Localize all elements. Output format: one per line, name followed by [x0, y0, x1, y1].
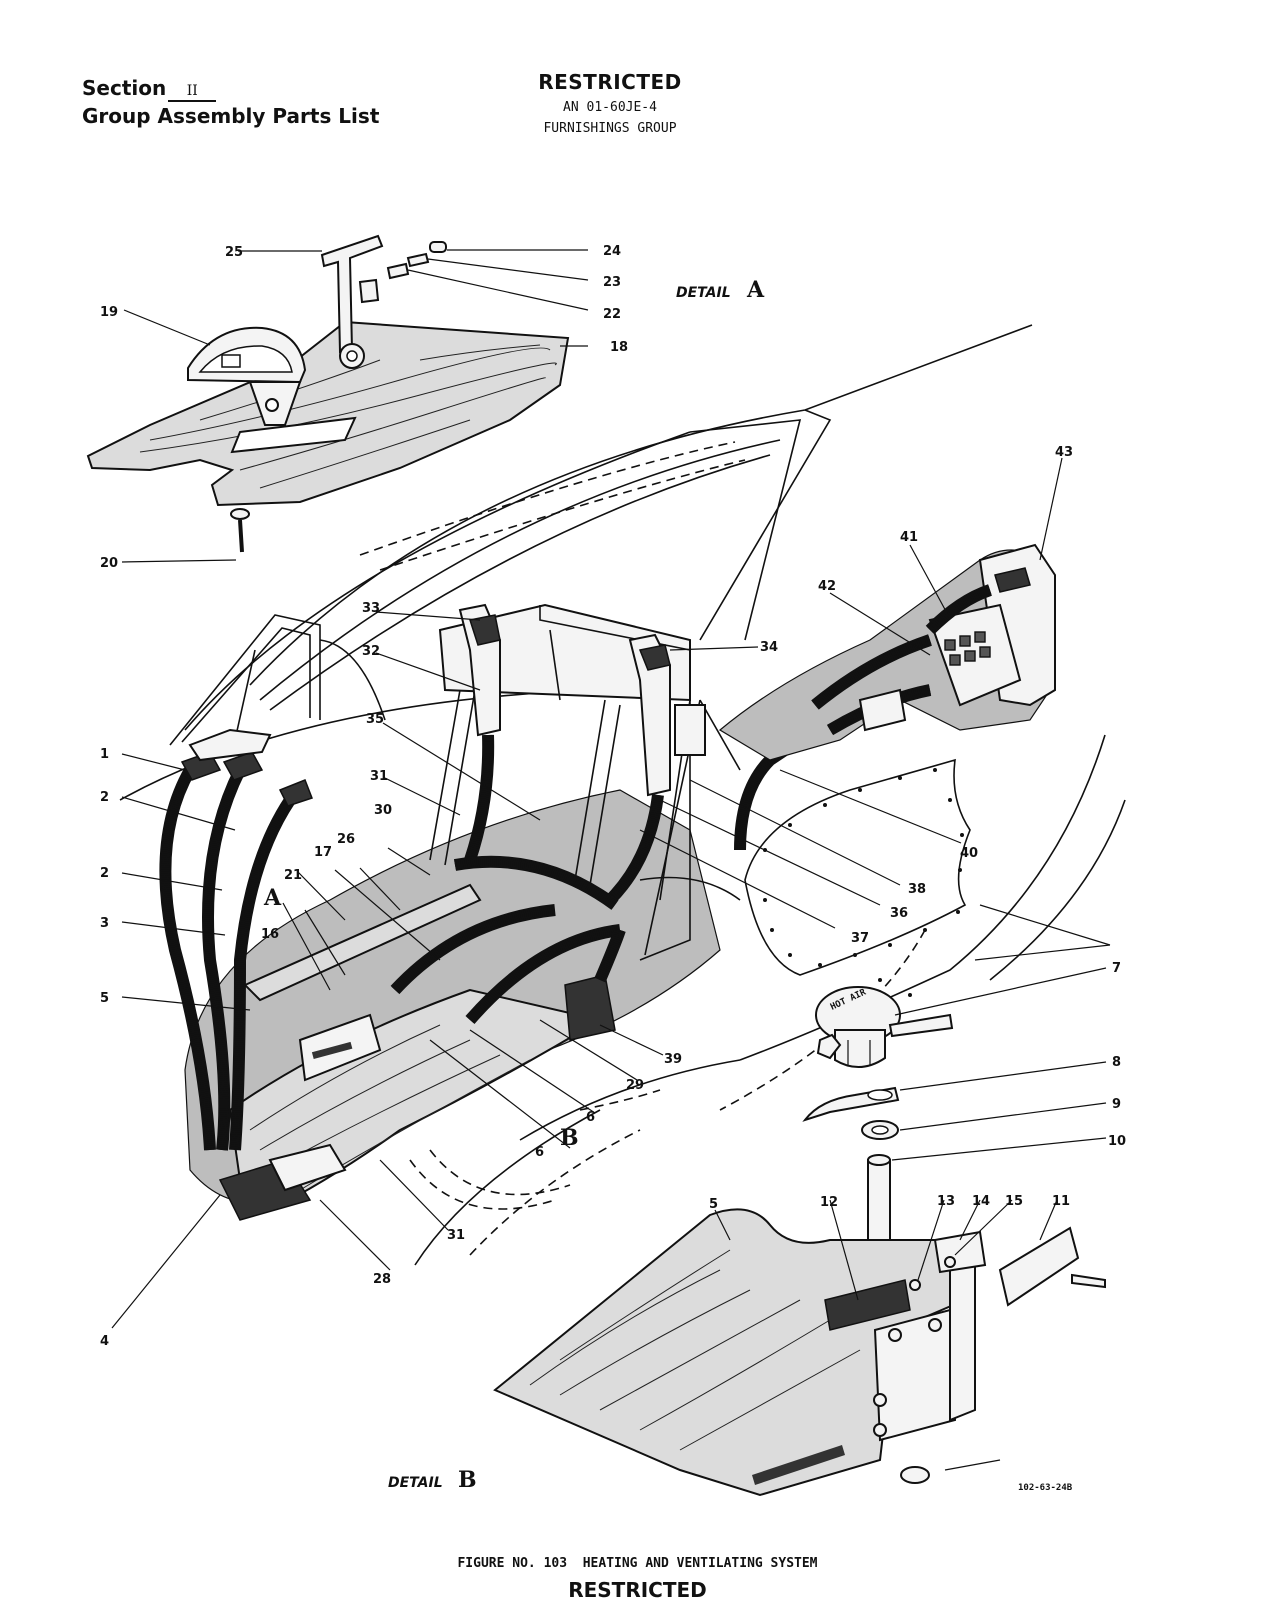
scale-plate-12: [824, 1279, 911, 1331]
callout-29: 29: [626, 1078, 644, 1093]
bracket-14: [933, 1230, 987, 1274]
duct-outlet-34: [628, 633, 671, 797]
callout-8: 8: [1112, 1055, 1121, 1070]
drawing-number: 102-63-24B: [1018, 1483, 1073, 1493]
callout-19: 19: [100, 305, 118, 320]
document-number: AN 01-60JE-4: [563, 100, 657, 115]
group-name: FURNISHINGS GROUP: [543, 121, 677, 136]
detail-b-wood-grain: [529, 1249, 861, 1451]
callout-21: 21: [284, 868, 302, 883]
restricted-bottom-label: RESTRICTED: [568, 1578, 707, 1602]
callout-43: 43: [1055, 445, 1073, 460]
heating-ducts: [159, 603, 804, 1221]
callout-31b: 31: [447, 1228, 465, 1243]
callout-25: 25: [225, 245, 243, 260]
callout-9: 9: [1112, 1097, 1121, 1112]
callout-24: 24: [603, 244, 621, 259]
callout-37: 37: [851, 931, 869, 946]
detail-a-pointer: A: [263, 885, 282, 911]
callout-31a: 31: [370, 769, 388, 784]
callout-33: 33: [362, 601, 380, 616]
callout-11: 11: [1052, 1194, 1070, 1209]
callout-42: 42: [818, 579, 836, 594]
callout-30: 30: [374, 803, 392, 818]
callout-41: 41: [900, 530, 918, 545]
shaft-10: [867, 1159, 891, 1250]
outlet-39: [564, 974, 616, 1041]
detail-a-wood-grain: [139, 344, 557, 489]
callout-16: 16: [261, 927, 279, 942]
leader-lines: [111, 249, 1111, 1329]
callout-40: 40: [960, 846, 978, 861]
plate-11: [998, 1226, 1080, 1307]
detail-a-assembly: [86, 234, 570, 553]
callout-35: 35: [366, 712, 384, 727]
callout-23: 23: [603, 275, 621, 290]
detail-b-letter: B: [458, 1467, 477, 1493]
callout-7: 7: [1112, 961, 1121, 976]
detail-b-assembly: [493, 1208, 1001, 1497]
detail-a-letter: A: [746, 277, 765, 303]
callout-4: 4: [100, 1334, 109, 1349]
washer-20: [230, 508, 250, 520]
callout-15: 15: [1005, 1194, 1023, 1209]
callout-6a: 6: [586, 1110, 595, 1125]
figure-caption: FIGURE NO. 103 HEATING AND VENTILATING S…: [457, 1556, 818, 1571]
callout-22: 22: [603, 307, 621, 322]
document-header: RESTRICTED AN 01-60JE-4 FURNISHINGS GROU…: [470, 70, 750, 136]
callout-36: 36: [890, 906, 908, 921]
screw-13: [909, 1279, 921, 1291]
callout-26: 26: [337, 832, 355, 847]
callout-32: 32: [362, 644, 380, 659]
callout-3: 3: [100, 916, 109, 931]
group-assembly-label: Group Assembly Parts List: [82, 104, 380, 128]
callout-2a: 2: [100, 790, 109, 805]
callout-13: 13: [937, 1194, 955, 1209]
callout-5a: 5: [100, 991, 109, 1006]
callout-10: 10: [1108, 1134, 1126, 1149]
callout-18: 18: [610, 340, 628, 355]
callout-12: 12: [820, 1195, 838, 1210]
nut-15: [944, 1256, 956, 1268]
spring-23: [406, 252, 430, 268]
callout-1: 1: [100, 747, 109, 762]
callout-17: 17: [314, 845, 332, 860]
fuselage-outline: [119, 324, 1126, 1266]
section-number: II: [168, 82, 217, 102]
callout-39: 39: [664, 1052, 682, 1067]
callout-28: 28: [373, 1272, 391, 1287]
hot-air-control-parts: HOT AIR: [802, 986, 1106, 1307]
section-label: Section: [82, 76, 167, 100]
callout-34: 34: [760, 640, 778, 655]
detail-a-floor-panel: [86, 320, 570, 507]
seat-frame: [429, 603, 741, 961]
callout-14: 14: [972, 1194, 990, 1209]
heater-assembly: [718, 543, 1056, 761]
callout-20: 20: [100, 556, 118, 571]
callout-38: 38: [908, 882, 926, 897]
restricted-top-label: RESTRICTED: [538, 70, 682, 94]
floor-outlet-28: [268, 1143, 347, 1192]
cap-24: [429, 241, 447, 253]
callout-6b: 6: [535, 1145, 544, 1160]
pin-22: [386, 262, 410, 280]
detail-b-pointer: B: [560, 1125, 579, 1151]
callout-2b: 2: [100, 866, 109, 881]
detail-b-word: DETAIL: [388, 1475, 443, 1491]
callout-numbers: 25 24 23 22 19 18 20 43 41 42 33 32 34 3…: [100, 244, 1126, 1349]
detail-a-word: DETAIL: [676, 285, 731, 301]
callout-5b: 5: [709, 1197, 718, 1212]
